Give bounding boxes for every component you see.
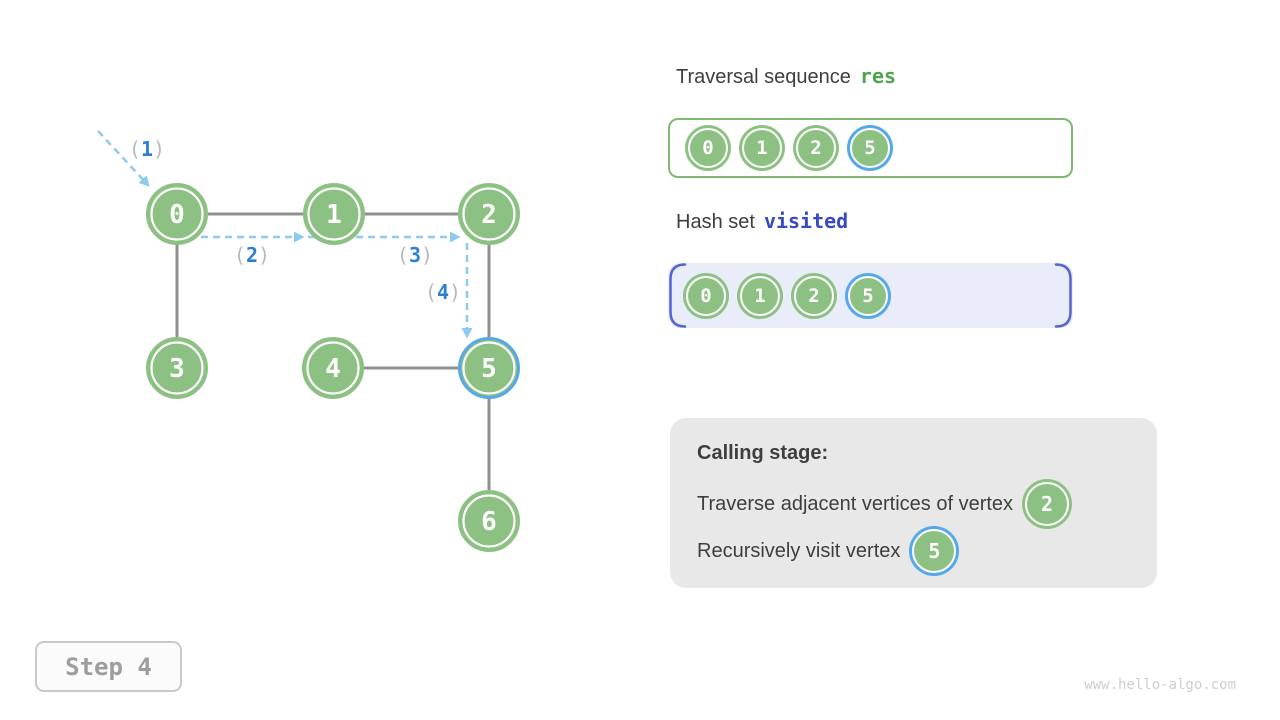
visited-title-code: visited xyxy=(763,209,849,233)
graph-node-1: 1 xyxy=(303,183,365,245)
set-item-5: 5 xyxy=(850,128,890,168)
graph-node-2: 2 xyxy=(458,183,520,245)
step-indicator: Step 4 xyxy=(35,641,182,692)
watermark: www.hello-algo.com xyxy=(1084,677,1236,693)
calling-line-1-vertex-chip: 2 xyxy=(1025,482,1070,526)
calling-line-2-text: Recursively visit vertex xyxy=(697,539,901,562)
arrow-order-label-1: (1) xyxy=(129,137,165,161)
traversal-title: Traversal sequence res xyxy=(676,64,896,89)
graph-node-label: 5 xyxy=(481,354,497,384)
arrow-order-label-3: (3) xyxy=(397,243,433,267)
graph-node-label: 4 xyxy=(325,354,341,384)
graph-node-label: 1 xyxy=(326,200,342,230)
calling-line-2: Recursively visit vertex 5 xyxy=(697,528,1130,574)
set-item-5: 5 xyxy=(848,275,888,316)
graph-canvas: 0 1 2 3 4 5 6 (1) (2) (3) (4) xyxy=(97,130,520,552)
calling-line-2-vertex-chip: 5 xyxy=(912,529,957,573)
visited-title-text: Hash set xyxy=(676,211,755,233)
calling-line-1: Traverse adjacent vertices of vertex 2 xyxy=(697,481,1130,527)
set-item-1: 1 xyxy=(740,275,780,316)
graph-node-label: 0 xyxy=(169,200,185,230)
graph-node-6: 6 xyxy=(458,490,520,552)
visited-title: Hash set visited xyxy=(676,209,848,234)
calling-stage-box: Calling stage: Traverse adjacent vertice… xyxy=(670,418,1157,588)
graph-node-label: 2 xyxy=(481,200,497,230)
set-item-0: 0 xyxy=(688,128,728,168)
graph-node-4: 4 xyxy=(302,337,364,399)
set-item-1: 1 xyxy=(742,128,782,168)
graph-node-label: 3 xyxy=(169,354,185,384)
arrow-order-label-4: (4) xyxy=(425,280,461,304)
graph-node-0: 0 xyxy=(146,183,208,245)
arrow-order-label-2: (2) xyxy=(234,243,270,267)
graph-node-3: 3 xyxy=(146,337,208,399)
calling-stage-title: Calling stage: xyxy=(697,442,829,464)
graph-node-label: 6 xyxy=(481,507,497,537)
set-item-0: 0 xyxy=(686,275,726,316)
traversal-title-text: Traversal sequence xyxy=(676,66,851,88)
set-item-2: 2 xyxy=(794,275,834,316)
traversal-title-code: res xyxy=(859,64,897,88)
calling-line-1-text: Traverse adjacent vertices of vertex xyxy=(697,492,1014,515)
graph-node-5: 5 xyxy=(458,337,520,399)
set-item-2: 2 xyxy=(796,128,836,168)
traversal-arrow-1 xyxy=(97,130,150,187)
